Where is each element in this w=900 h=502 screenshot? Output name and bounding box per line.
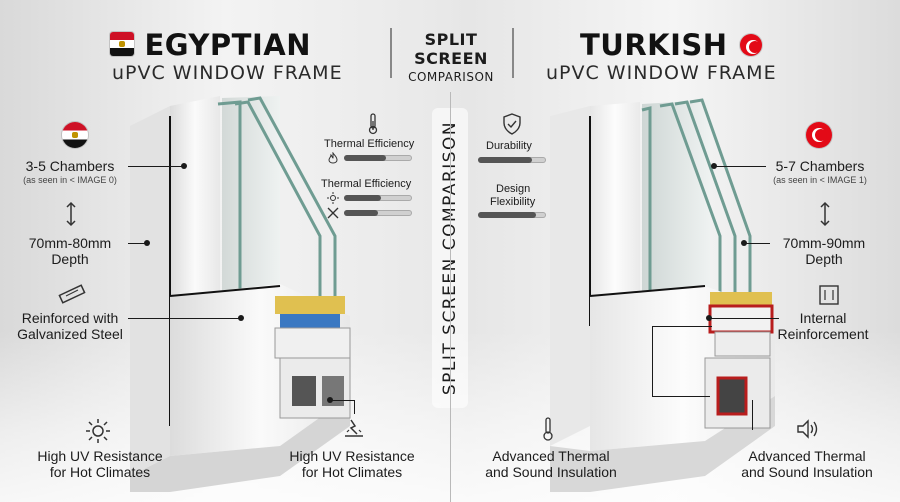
thermometer-icon xyxy=(543,417,553,441)
center-header: SPLIT SCREEN COMPARISON xyxy=(398,30,504,87)
right-durability-bar xyxy=(478,157,546,163)
egyptian-frame-illustration xyxy=(130,96,351,492)
left-uv2-label-line2: for Hot Climates xyxy=(301,464,403,480)
egypt-flag-icon xyxy=(62,122,88,148)
left-uv2-dot xyxy=(327,397,333,403)
egyptian-header: EGYPTIAN xyxy=(110,28,311,62)
ruler-icon xyxy=(820,201,830,227)
header-separator-left xyxy=(390,28,392,78)
right-ins2-label-line2: and Sound Insulation xyxy=(741,464,873,480)
left-uv2-label-line1: High UV Resistance xyxy=(289,448,415,464)
right-design-label-line2: Flexibility xyxy=(490,196,536,208)
egypt-flag-icon xyxy=(110,32,134,56)
center-divider xyxy=(450,92,451,502)
header-separator-right xyxy=(512,28,514,78)
right-chambers-dot xyxy=(711,163,717,169)
right-chambers-leader xyxy=(714,166,766,167)
turkish-header: TURKISH xyxy=(580,28,763,62)
left-thermal1-label: Thermal Efficiency xyxy=(324,138,415,150)
left-depth-dot xyxy=(144,240,150,246)
left-thermal2-label: Thermal Efficiency xyxy=(321,178,412,190)
right-design-bar xyxy=(478,212,546,218)
right-ins2-leader xyxy=(752,400,753,430)
center-header-line3: COMPARISON xyxy=(408,70,494,84)
reinforcement-icon xyxy=(819,285,839,305)
left-steel-label-line1: Reinforced with xyxy=(21,310,119,326)
left-thermal2-bar-a xyxy=(344,195,412,201)
right-design-label-line1: Design xyxy=(496,183,531,195)
egyptian-subtitle: uPVC WINDOW FRAME xyxy=(112,62,343,84)
egyptian-title: EGYPTIAN xyxy=(144,28,311,62)
right-depth-label-line1: 70mm-90mm xyxy=(782,235,866,251)
left-depth-leader xyxy=(128,243,146,244)
center-header-line2: SCREEN xyxy=(414,49,488,68)
left-chambers-leader xyxy=(128,166,184,167)
right-chambers-label: 5-7 Chambers xyxy=(775,158,865,174)
speaker-icon xyxy=(797,419,818,439)
right-durability-label: Durability xyxy=(486,140,532,152)
ruler-icon xyxy=(66,201,76,227)
right-depth-dot xyxy=(741,240,747,246)
right-ins-leader-h2 xyxy=(652,396,710,397)
right-ins1-label-line2: and Sound Insulation xyxy=(485,464,617,480)
heat-surface-icon xyxy=(345,419,363,437)
turkey-flag-icon xyxy=(740,34,763,56)
center-header-line1: SPLIT xyxy=(424,30,478,49)
turkish-frame-illustration xyxy=(550,98,775,492)
right-reinf-label-line2: Reinforcement xyxy=(777,326,869,342)
turkish-subtitle: uPVC WINDOW FRAME xyxy=(546,62,777,84)
left-depth-label-line2: Depth xyxy=(51,251,89,267)
right-reinf-label-line1: Internal xyxy=(799,310,847,326)
sun-rays-icon xyxy=(86,419,110,443)
left-depth-label-line1: 70mm-80mm xyxy=(28,235,112,251)
left-steel-dot xyxy=(238,315,244,321)
thermometer-icon xyxy=(368,113,378,135)
left-uv1-label-line1: High UV Resistance xyxy=(37,448,163,464)
left-chambers-dot xyxy=(181,163,187,169)
left-uv1-label-line2: for Hot Climates xyxy=(49,464,151,480)
shield-check-icon xyxy=(503,113,521,135)
right-ins-leader-h xyxy=(652,326,712,327)
right-reinf-dot xyxy=(706,315,712,321)
right-reinf-leader xyxy=(709,318,779,319)
steel-bar-icon xyxy=(58,284,86,304)
flame-icon xyxy=(328,152,338,164)
right-depth-leader xyxy=(744,243,770,244)
tools-icon xyxy=(327,207,339,219)
left-thermal1-bar xyxy=(344,155,412,161)
right-depth-label-line2: Depth xyxy=(805,251,843,267)
left-steel-leader xyxy=(128,318,240,319)
left-chambers-label: 3-5 Chambers xyxy=(25,158,115,174)
turkey-flag-icon xyxy=(806,122,832,148)
right-ins-leader-v xyxy=(652,326,653,396)
sun-icon xyxy=(327,192,339,204)
left-steel-label-line2: Galvanized Steel xyxy=(17,326,123,342)
left-uv2-leader-v xyxy=(354,400,355,414)
left-chambers-note: (as seen in < IMAGE 0) xyxy=(23,175,117,185)
left-uv2-leader-h xyxy=(330,400,354,401)
right-chambers-note: (as seen in < IMAGE 1) xyxy=(773,175,867,185)
left-thermal2-bar-b xyxy=(344,210,412,216)
right-ins1-label-line1: Advanced Thermal xyxy=(492,448,610,464)
right-ins2-label-line1: Advanced Thermal xyxy=(748,448,866,464)
turkish-title: TURKISH xyxy=(580,28,728,62)
